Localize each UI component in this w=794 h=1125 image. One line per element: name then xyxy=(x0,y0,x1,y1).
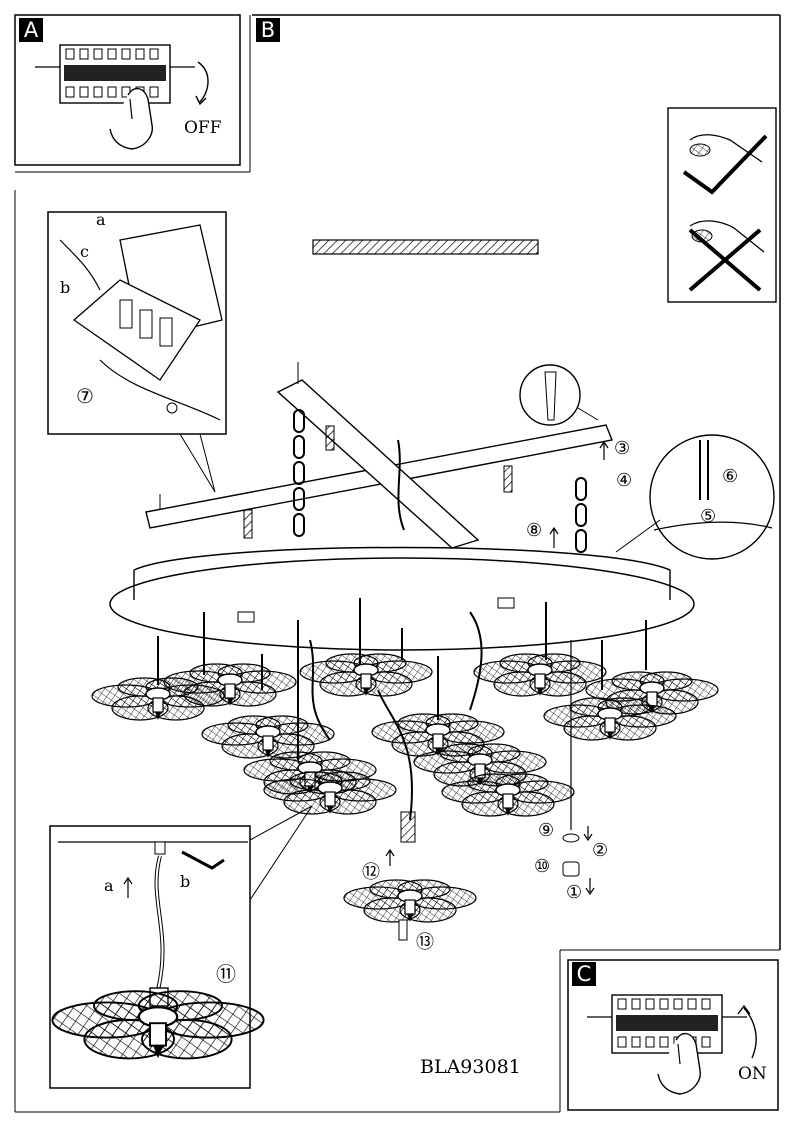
wiring-sub-c: c xyxy=(80,242,89,261)
step-8: ⑧ xyxy=(526,520,543,541)
wall-plug-callout xyxy=(519,364,599,426)
step-3: ③ xyxy=(614,438,631,459)
panel-a xyxy=(14,14,251,173)
wiring-sub-a: a xyxy=(96,210,106,229)
off-label: OFF xyxy=(184,118,222,138)
step-5: ⑤ xyxy=(700,506,717,527)
step-12: ⑫ xyxy=(362,862,380,883)
step-13: ⑬ xyxy=(416,932,434,953)
model-number: BLA93081 xyxy=(420,1056,521,1078)
flower-shades xyxy=(91,653,719,817)
panel-b-tag: B xyxy=(256,18,280,42)
step-10: ⑩ xyxy=(534,856,551,877)
hook-detail-callout xyxy=(615,434,775,560)
step-11: ⑪ xyxy=(216,962,236,986)
pendant-callout xyxy=(49,805,313,1089)
on-label: ON xyxy=(738,1064,767,1084)
ceiling-hatch xyxy=(312,239,539,255)
step-9: ⑨ xyxy=(538,820,555,841)
step-2: ② xyxy=(592,840,609,861)
step-7: ⑦ xyxy=(76,384,94,408)
panel-c xyxy=(559,949,780,1112)
step-6: ⑥ xyxy=(722,466,739,487)
direction-arrows xyxy=(123,440,609,898)
panel-a-tag: A xyxy=(19,18,43,42)
step-1: ① xyxy=(566,882,583,903)
check-icon xyxy=(682,134,768,195)
allen-key-icon xyxy=(181,850,225,870)
wiring-callout xyxy=(47,211,227,493)
breaker-switch-icon xyxy=(586,994,748,1054)
pendant-sub-b: b xyxy=(180,872,191,891)
panel-c-tag: C xyxy=(572,962,596,986)
pendant-sub-a: a xyxy=(104,876,114,895)
panel-b xyxy=(14,14,781,1113)
handling-instructions xyxy=(667,107,777,303)
chain-left xyxy=(293,409,305,537)
breaker-switch-icon xyxy=(34,44,196,104)
cross-icon xyxy=(688,220,765,292)
wiring-sub-b: b xyxy=(60,278,71,297)
hanging-detail xyxy=(343,640,580,941)
step-4: ④ xyxy=(616,470,633,491)
wall-plug-icon xyxy=(544,371,557,421)
ceiling-plate xyxy=(109,546,695,651)
mounting-bracket xyxy=(145,362,613,553)
chain-right xyxy=(575,477,587,553)
